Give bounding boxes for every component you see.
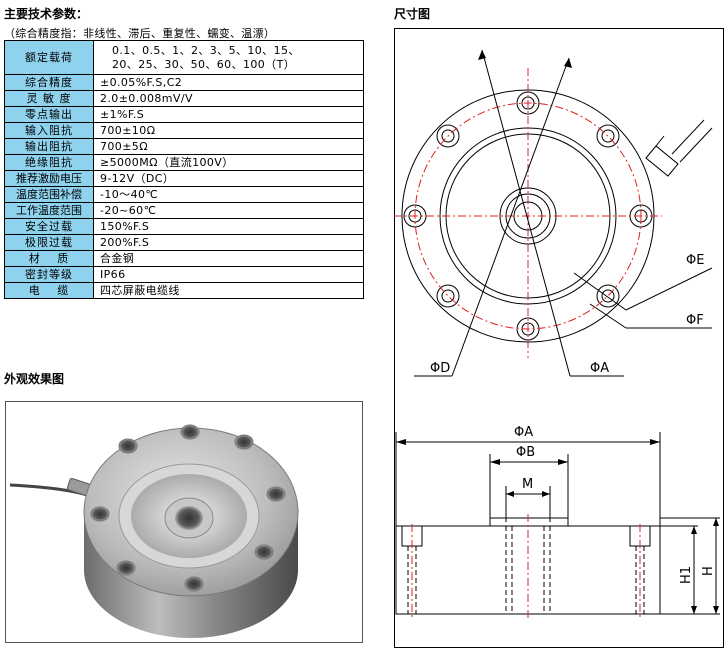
spec-value: 9-12V（DC） <box>93 170 364 187</box>
spec-key: 材 质 <box>4 250 94 267</box>
spec-value: 0.1、0.5、1、2、3、5、10、15、 20、25、30、50、60、10… <box>93 40 364 75</box>
label-h1: H1 <box>679 566 694 584</box>
product-photo <box>5 401 363 643</box>
spec-value-line: 20、25、30、50、60、100（T） <box>112 57 296 71</box>
spec-value: ≥5000MΩ（直流100V） <box>93 154 364 171</box>
spec-key: 零点输出 <box>4 106 94 123</box>
spec-value: 200%F.S <box>93 234 364 251</box>
spec-key: 额定载荷 <box>4 40 94 75</box>
label-phi-e: ΦE <box>686 253 704 268</box>
label-phi-d: ΦD <box>430 361 450 376</box>
heading-dimensions: 尺寸图 <box>394 7 431 21</box>
heading-appearance: 外观效果图 <box>4 372 65 386</box>
spec-key: 绝缘阻抗 <box>4 154 94 171</box>
label-phi-b: ΦB <box>516 445 535 460</box>
spec-key: 输入阻抗 <box>4 122 94 139</box>
spec-value: 合金钢 <box>93 250 364 267</box>
table-row: 额定载荷 0.1、0.5、1、2、3、5、10、15、 20、25、30、50、… <box>4 40 364 75</box>
spec-value: IP66 <box>93 266 364 283</box>
spec-value: -10～40℃ <box>93 186 364 203</box>
heading-main-params: 主要技术参数： <box>4 7 89 21</box>
spec-key: 电 缆 <box>4 282 94 299</box>
table-row: 绝缘阻抗≥5000MΩ（直流100V） <box>4 154 364 171</box>
spec-value: ±1%F.S <box>93 106 364 123</box>
spec-key: 工作温度范围 <box>4 202 94 219</box>
spec-value: -20~60℃ <box>93 202 364 219</box>
spec-key: 输出阻抗 <box>4 138 94 155</box>
table-row: 综合精度±0.05%F.S,C2 <box>4 74 364 91</box>
spec-key: 综合精度 <box>4 74 94 91</box>
table-row: 温度范围补偿-10～40℃ <box>4 186 364 203</box>
spec-value: 150%F.S <box>93 218 364 235</box>
spec-key: 安全过载 <box>4 218 94 235</box>
accuracy-note: （综合精度指：非线性、滞后、重复性、蠕变、温漂） <box>4 27 276 40</box>
load-cell-image <box>9 424 299 638</box>
spec-table: 额定载荷 0.1、0.5、1、2、3、5、10、15、 20、25、30、50、… <box>4 40 364 299</box>
spec-key: 灵 敏 度 <box>4 90 94 107</box>
table-row: 零点输出±1%F.S <box>4 106 364 123</box>
spec-key: 温度范围补偿 <box>4 186 94 203</box>
table-row: 电 缆四芯屏蔽电缆线 <box>4 282 364 299</box>
label-phi-f: ΦF <box>686 313 704 328</box>
spec-value: 2.0±0.008mV/V <box>93 90 364 107</box>
label-h: H <box>701 566 716 576</box>
label-m: M <box>522 477 533 492</box>
dimension-drawing: ΦD ΦA ΦE ΦF <box>394 49 720 618</box>
spec-key: 极限过载 <box>4 234 94 251</box>
spec-value-line: 0.1、0.5、1、2、3、5、10、15、 <box>112 43 300 57</box>
spec-key: 推荐激励电压 <box>4 170 94 187</box>
table-row: 材 质合金钢 <box>4 250 364 267</box>
dimension-drawing-frame <box>394 28 724 648</box>
spec-value: 四芯屏蔽电缆线 <box>93 282 364 299</box>
label-phi-a-side: ΦA <box>514 425 533 440</box>
label-phi-a-top: ΦA <box>590 361 609 376</box>
spec-value: 700±10Ω <box>93 122 364 139</box>
spec-key: 密封等级 <box>4 266 94 283</box>
spec-value: 700±5Ω <box>93 138 364 155</box>
table-row: 工作温度范围-20~60℃ <box>4 202 364 219</box>
spec-value: ±0.05%F.S,C2 <box>93 74 364 91</box>
